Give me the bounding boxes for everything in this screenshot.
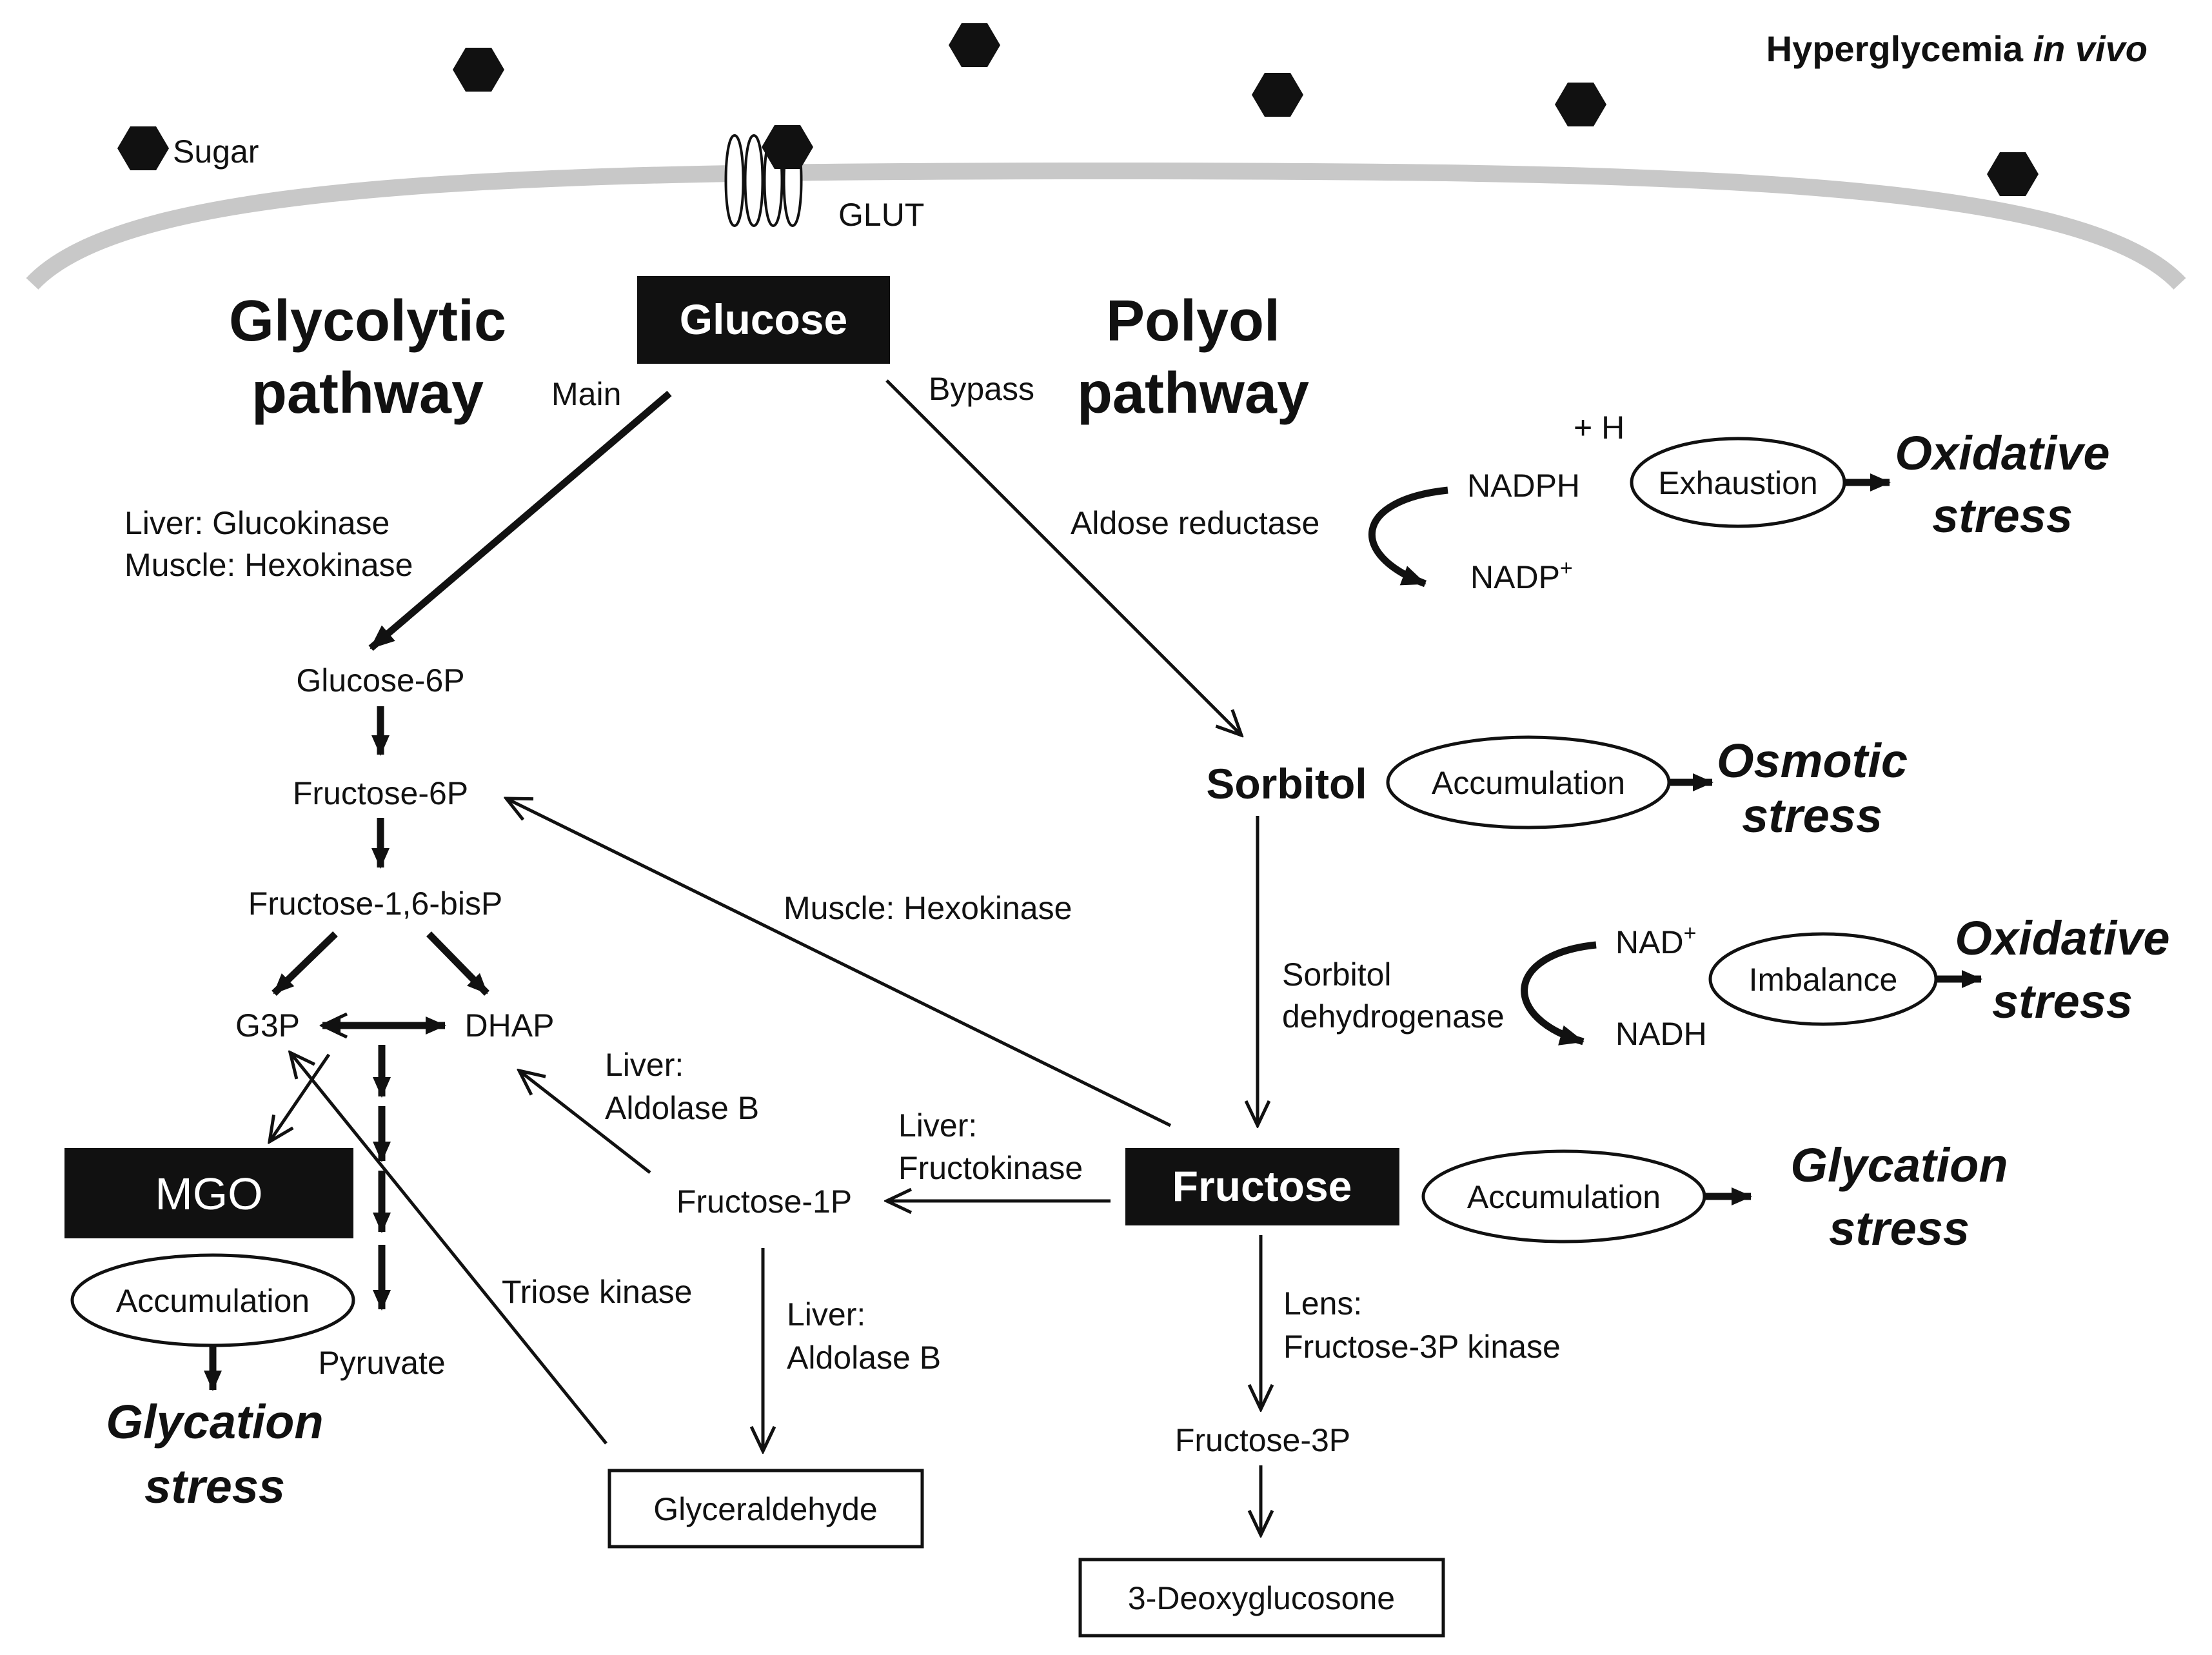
glucose-6p-label: Glucose-6P xyxy=(296,662,464,699)
fructose-1p-label: Fructose-1P xyxy=(676,1184,852,1220)
aldose-reductase-label: Aldose reductase xyxy=(1071,505,1319,541)
glycolytic-title-line2: pathway xyxy=(252,361,484,426)
pyruvate-label: Pyruvate xyxy=(318,1345,445,1381)
deoxyglucosone-label: 3-Deoxyglucosone xyxy=(1128,1580,1395,1616)
imbalance-label: Imbalance xyxy=(1749,962,1898,998)
arrowhead-g3p xyxy=(319,1015,341,1036)
oxidative-stress-2-line1: Oxidative xyxy=(1955,911,2169,965)
glycation-stress-right-line2: stress xyxy=(1829,1202,1970,1255)
sorbitol-label: Sorbitol xyxy=(1206,760,1367,808)
nadph-curve-arrow xyxy=(1368,486,1448,588)
nadh-label: NADH xyxy=(1615,1016,1707,1052)
fructose-accumulation-oval xyxy=(1421,1149,1706,1244)
liver-aldolase-gly-line2: Aldolase B xyxy=(787,1340,941,1376)
oxidative-stress-1-line2: stress xyxy=(1932,489,2073,542)
triose-kinase-label: Triose kinase xyxy=(502,1274,692,1310)
sorbitol-accumulation-oval xyxy=(1386,735,1671,829)
dhap-label: DHAP xyxy=(465,1007,555,1044)
lens-label-line1: Lens: xyxy=(1283,1285,1362,1322)
liver-fructokinase-label-line1: Liver: xyxy=(898,1107,977,1144)
liver-glucokinase-label: Liver: Glucokinase xyxy=(124,505,390,541)
liver-fructokinase-label-line2: Fructokinase xyxy=(898,1150,1083,1186)
nad-curve-arrow xyxy=(1521,941,1597,1046)
oxidative-stress-1-line1: Oxidative xyxy=(1895,426,2109,480)
mgo-box xyxy=(64,1148,353,1238)
nadph-label: NADPH xyxy=(1467,468,1580,504)
fructose-box xyxy=(1125,1148,1399,1225)
mgo-label: MGO xyxy=(155,1169,262,1219)
fructose-3p-label: Fructose-3P xyxy=(1175,1422,1350,1458)
glycation-stress-left-line2: stress xyxy=(144,1460,285,1513)
glyceraldehyde-label: Glyceraldehyde xyxy=(653,1491,877,1527)
arrow-f16bp-g3p xyxy=(272,931,338,996)
polyol-title-line1: Polyol xyxy=(1106,289,1280,353)
mgo-accumulation-label: Accumulation xyxy=(116,1283,310,1319)
fructose-label: Fructose xyxy=(1172,1162,1352,1210)
hyperglycemia-title: Hyperglycemia in vivo xyxy=(1766,28,2148,69)
sugar-label: Sugar xyxy=(173,134,259,170)
liver-aldolase-dhap-line2: Aldolase B xyxy=(605,1090,759,1126)
bypass-arrow xyxy=(885,379,1241,735)
fructose-accumulation-label: Accumulation xyxy=(1467,1179,1661,1215)
cell-membrane xyxy=(26,162,2186,290)
muscle-hexokinase-label: Muscle: Hexokinase xyxy=(124,547,413,583)
glycation-stress-left-line1: Glycation xyxy=(106,1395,323,1449)
muscle-hexokinase-2-label: Muscle: Hexokinase xyxy=(784,890,1072,926)
deoxyglucosone-box xyxy=(1078,1558,1445,1638)
liver-aldolase-dhap-line1: Liver: xyxy=(605,1047,684,1083)
exhaustion-label: Exhaustion xyxy=(1658,465,1817,501)
glut-label: GLUT xyxy=(838,197,924,233)
fructose-16bisp-label: Fructose-1,6-bisP xyxy=(248,886,503,922)
sorbitol-accumulation-label: Accumulation xyxy=(1432,765,1625,801)
arrow-fructose-f6p xyxy=(506,798,1172,1127)
sorbitol-dh-label-line2: dehydrogenase xyxy=(1282,998,1505,1035)
polyol-title-line2: pathway xyxy=(1077,361,1309,426)
imbalance-oval xyxy=(1708,932,1938,1026)
nadp-label: NADP+ xyxy=(1470,556,1573,595)
glucose-box xyxy=(637,276,890,364)
osmotic-stress-line1: Osmotic xyxy=(1717,734,1908,788)
plus-h-label: + H xyxy=(1574,410,1624,446)
glycation-stress-right-line1: Glycation xyxy=(1790,1138,2008,1192)
osmotic-stress-line2: stress xyxy=(1742,789,1882,842)
arrow-f16bp-dhap xyxy=(426,931,489,996)
main-arrow xyxy=(368,390,672,651)
liver-aldolase-gly-line1: Liver: xyxy=(787,1296,865,1333)
arrow-glyceraldehyde-g3p xyxy=(290,1053,607,1445)
bypass-label: Bypass xyxy=(929,371,1034,407)
glycolytic-title-line1: Glycolytic xyxy=(229,289,506,353)
glyceraldehyde-box xyxy=(607,1469,924,1549)
nad-label: NAD+ xyxy=(1615,921,1696,960)
arrow-g3p-mgo xyxy=(270,1053,331,1142)
lens-label-line2: Fructose-3P kinase xyxy=(1283,1329,1561,1365)
fructose-6p-label: Fructose-6P xyxy=(293,775,468,811)
sugar-icon xyxy=(117,23,2039,196)
glucose-label: Glucose xyxy=(680,295,847,343)
main-label: Main xyxy=(551,376,621,412)
oxidative-stress-2-line2: stress xyxy=(1992,975,2133,1028)
exhaustion-oval xyxy=(1630,437,1846,528)
arrow-f1p-dhap xyxy=(519,1071,651,1174)
sorbitol-dh-label-line1: Sorbitol xyxy=(1282,956,1392,993)
g3p-label: G3P xyxy=(235,1007,300,1044)
